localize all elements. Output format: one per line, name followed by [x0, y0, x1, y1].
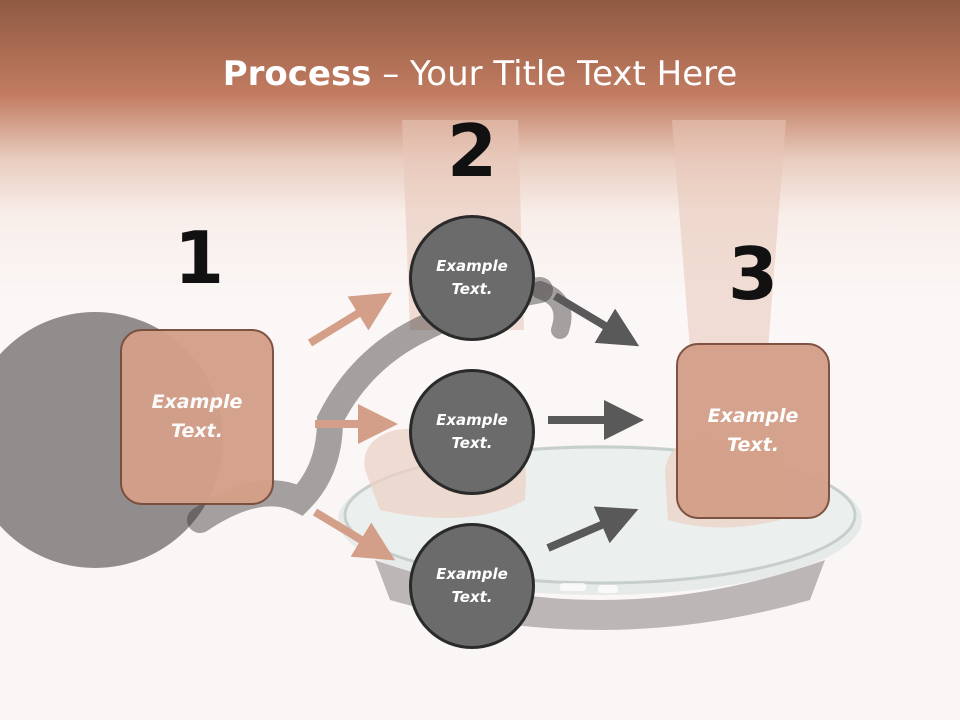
- circle-1-line2: Text.: [451, 280, 493, 298]
- step-3-box: Example Text.: [676, 343, 830, 519]
- circle-3: Example Text.: [409, 523, 535, 649]
- step-1-line1: Example: [151, 391, 243, 413]
- title-rest: – Your Title Text Here: [371, 54, 738, 94]
- step-number-3: 3: [727, 232, 779, 316]
- arrow-box1-to-circle1: [307, 292, 393, 347]
- arrow-box1-to-circle3: [312, 508, 396, 561]
- step-number-2: 2: [446, 109, 498, 193]
- step-3-line1: Example: [707, 405, 799, 427]
- circle-2: Example Text.: [409, 369, 535, 495]
- circle-1-line1: Example: [436, 257, 508, 275]
- circle-1: Example Text.: [409, 215, 535, 341]
- step-1-box: Example Text.: [120, 329, 274, 505]
- circle-2-line1: Example: [436, 411, 508, 429]
- step-number-1: 1: [173, 216, 225, 300]
- circle-3-line1: Example: [436, 565, 508, 583]
- slide-title: Process – Your Title Text Here: [0, 52, 960, 96]
- title-bold: Process: [222, 54, 372, 94]
- circle-3-line2: Text.: [451, 588, 493, 606]
- circle-2-line2: Text.: [451, 434, 493, 452]
- arrow-circle3-to-box3: [546, 506, 639, 552]
- arrow-circle1-to-box3: [552, 292, 640, 347]
- step-1-line2: Text.: [171, 420, 223, 442]
- step-3-line2: Text.: [727, 434, 779, 456]
